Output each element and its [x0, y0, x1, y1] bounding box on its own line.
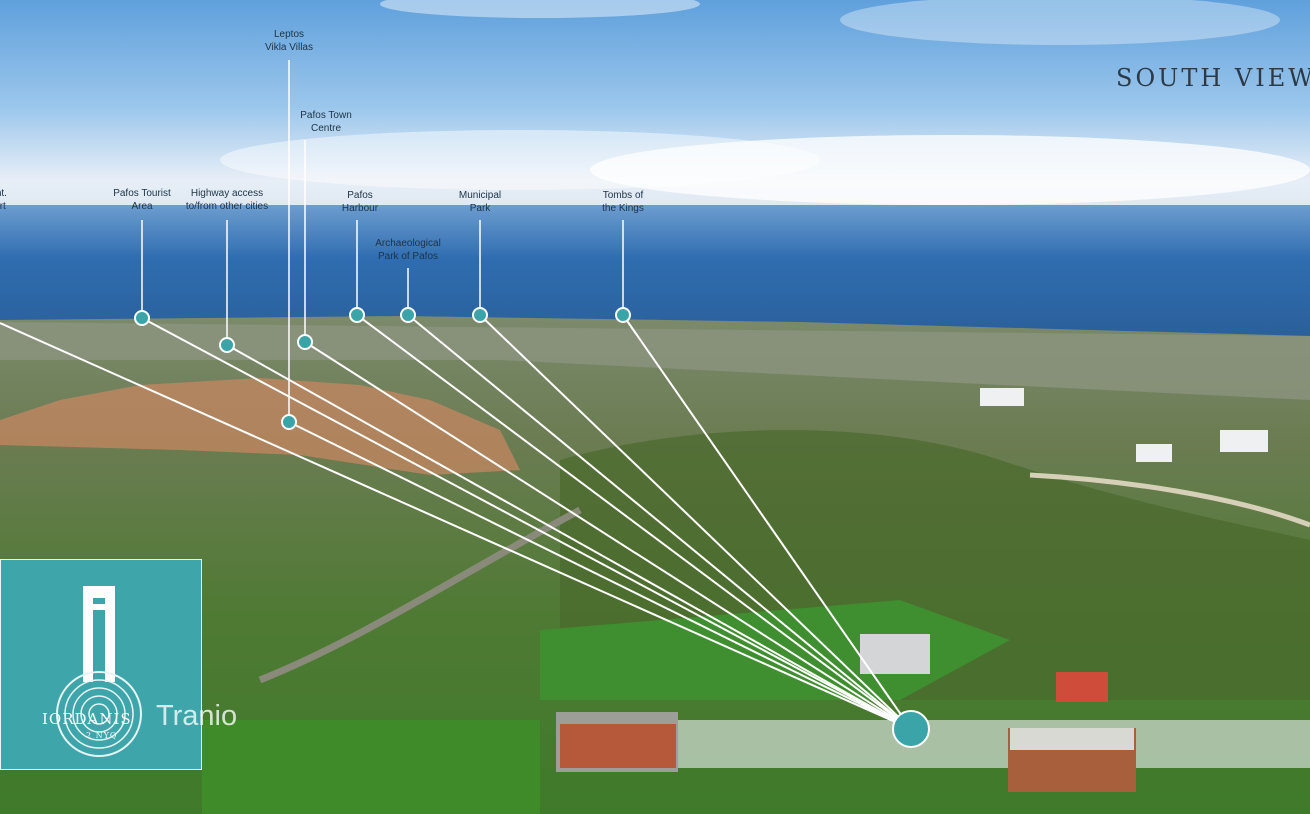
field	[540, 600, 1010, 700]
sky	[0, 0, 1310, 240]
poi-markers	[134, 307, 631, 430]
pointer-lines	[0, 60, 912, 730]
poi-pafos-town-centre-label: Pafos Town Centre	[300, 110, 352, 134]
houses	[556, 388, 1268, 792]
poi-highway-access-ray	[226, 344, 912, 730]
poi-tombs-of-the-kings-ray	[622, 314, 912, 730]
poi-archaeological-park-marker[interactable]	[400, 307, 416, 323]
poi-pafos-harbour-ray	[356, 314, 912, 730]
poi-intl-airport-label: Int. ort	[0, 188, 7, 212]
poi-intl-airport-ray	[0, 322, 912, 730]
view-title: SOUTH VIEW	[1116, 64, 1310, 92]
poi-pafos-town-centre-marker[interactable]	[297, 334, 313, 350]
poi-highway-access-marker[interactable]	[219, 337, 235, 353]
poi-archaeological-park-label: Archaeological Park of Pafos	[375, 238, 441, 262]
road	[258, 506, 582, 684]
poi-tombs-of-the-kings-label: Tombs of the Kings	[602, 190, 644, 214]
poi-pafos-harbour-marker[interactable]	[349, 307, 365, 323]
origin-marker	[892, 710, 930, 748]
poi-leptos-vikla-villas-ray	[288, 421, 912, 730]
poi-pafos-tourist-area-ray	[141, 317, 912, 730]
poi-pafos-town-centre-ray	[304, 341, 912, 730]
poi-archaeological-park-ray	[407, 314, 912, 730]
sea	[0, 205, 1310, 340]
logo-brand-text: IORDANIS	[42, 710, 132, 728]
poi-highway-access-label: Highway access to/from other cities	[185, 188, 269, 212]
poi-leptos-vikla-villas-label: Leptos Vikla Villas	[265, 29, 313, 53]
poi-leptos-vikla-villas-marker[interactable]	[281, 414, 297, 430]
poi-pafos-tourist-area-marker[interactable]	[134, 310, 150, 326]
white-road	[1029, 472, 1310, 528]
watermark: Tranio	[156, 700, 238, 732]
poi-pafos-tourist-area-label: Pafos Tourist Area	[113, 188, 171, 212]
meadow	[202, 720, 540, 814]
poi-municipal-park-ray	[479, 314, 912, 730]
poi-municipal-park-label: Municipal Park	[458, 190, 502, 214]
poi-pafos-harbour-label: Pafos Harbour	[341, 190, 379, 214]
logo-panel	[0, 559, 202, 770]
development-plot	[678, 720, 1310, 768]
logo-subtext: 2 NYQ	[86, 731, 118, 740]
poi-tombs-of-the-kings-marker[interactable]	[615, 307, 631, 323]
iordanis-logo-icon	[56, 586, 142, 757]
poi-municipal-park-marker[interactable]	[472, 307, 488, 323]
